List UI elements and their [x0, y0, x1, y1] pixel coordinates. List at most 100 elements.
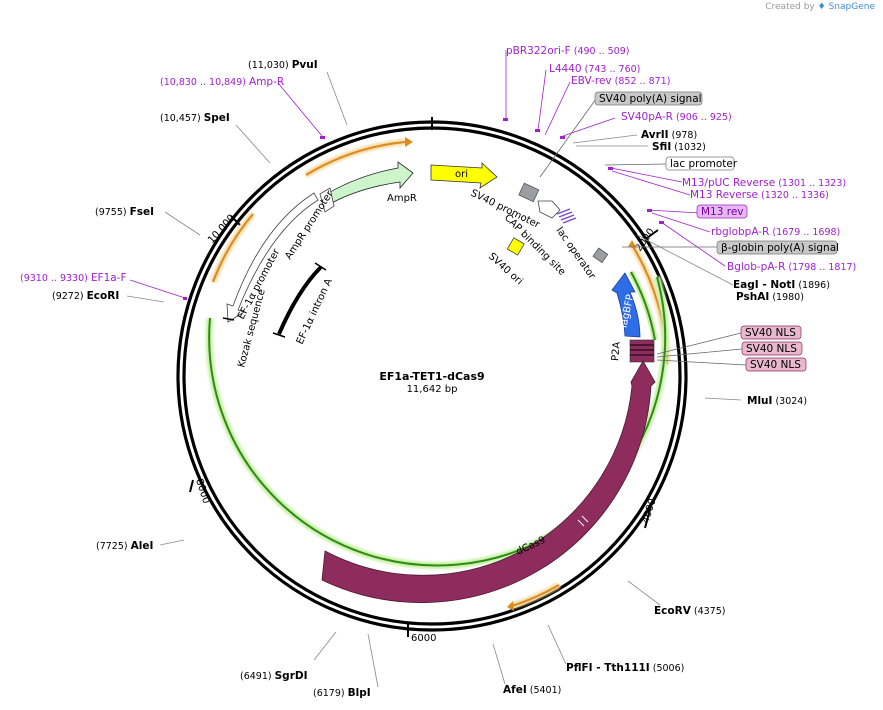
primer-m13-reverse: M13 Reverse (1320 .. 1336): [690, 189, 829, 201]
sv40-ori-label: SV40 ori: [486, 251, 525, 287]
boxed-sv40-nls-1: SV40 NLS: [740, 325, 802, 340]
tick-10000: [230, 215, 241, 226]
svg-text:(11,030) PvuI: (11,030) PvuI: [248, 59, 318, 71]
enzyme-mlui: MluI (3024): [747, 395, 807, 407]
small-gray-block: [592, 247, 609, 264]
primer-pbr322ori-f: pBR322ori-F (490 .. 509): [506, 45, 630, 57]
svg-text:PshAI (1980): PshAI (1980): [736, 291, 804, 303]
primer-l4440: L4440 (743 .. 760): [549, 63, 640, 75]
watermark: Created by ♦ SnapGene: [765, 2, 875, 12]
svg-text:(6179) BlpI: (6179) BlpI: [313, 687, 371, 699]
enzyme-labels: (11,030) PvuI (10,457) SpeI (9755) FseI …: [52, 59, 830, 699]
boxed-sv40-polya: SV40 poly(A) signal: [594, 91, 703, 106]
svg-text:L4440 (743 .. 760): L4440 (743 .. 760): [549, 63, 640, 75]
svg-text:rbglobpA-R (1679 .. 1698): rbglobpA-R (1679 .. 1698): [711, 226, 840, 238]
arrowhead-icon: [507, 601, 514, 611]
boxed-sv40-nls-3: SV40 NLS: [745, 357, 807, 372]
svg-text:SV40 NLS: SV40 NLS: [746, 343, 797, 355]
primer-m13-puc-reverse: M13/pUC Reverse (1301 .. 1323): [682, 177, 846, 189]
svg-text:EcoRV (4375): EcoRV (4375): [654, 605, 725, 617]
svg-text:AvrII (978): AvrII (978): [641, 129, 697, 141]
sv40-region: SV40 promoter CAP binding site lac opera…: [469, 182, 609, 287]
enzyme-blpi: (6179) BlpI: [313, 687, 371, 699]
enzyme-ecori: (9272) EcoRI: [52, 290, 119, 302]
svg-text:SV40pA-R (906 .. 925): SV40pA-R (906 .. 925): [621, 111, 732, 123]
green-feature-ring: [205, 270, 669, 569]
svg-text:PflFI - Tth111I (5006): PflFI - Tth111I (5006): [566, 662, 684, 674]
enzyme-pflfi-tth111i: PflFI - Tth111I (5006): [566, 662, 684, 674]
snapgene-icon: ♦: [817, 2, 826, 12]
tick-label-6000: 6000: [411, 633, 436, 644]
svg-text:MluI (3024): MluI (3024): [747, 395, 807, 407]
svg-text:(10,830 .. 10,849) Amp-R: (10,830 .. 10,849) Amp-R: [160, 76, 284, 88]
svg-text:M13 Reverse (1320 .. 1336): M13 Reverse (1320 .. 1336): [690, 189, 829, 201]
ori-label: ori: [455, 169, 468, 180]
feature-leaders: [539, 98, 747, 366]
svg-text:EBV-rev (852 .. 871): EBV-rev (852 .. 871): [571, 75, 670, 87]
tick-marks: [189, 117, 659, 637]
svg-text:SV40 NLS: SV40 NLS: [750, 359, 801, 371]
sv40-ori-block: [506, 237, 525, 256]
svg-text:(9272) EcoRI: (9272) EcoRI: [52, 290, 119, 302]
enzyme-eagi-noti: EagI - NotI (1896): [733, 279, 830, 291]
tick-2000: [646, 229, 659, 239]
arrowhead-icon: [405, 137, 413, 147]
svg-text:SV40 poly(A) signal: SV40 poly(A) signal: [599, 93, 702, 105]
enzyme-pshai: PshAI (1980): [736, 291, 804, 303]
enzyme-sfii: SfiI (1032): [652, 141, 706, 153]
p2a-label: P2A: [610, 341, 623, 361]
boxed-sv40-nls-2: SV40 NLS: [741, 341, 803, 356]
enzyme-pvui: (11,030) PvuI: [248, 59, 318, 71]
ampr-feature: AmpR: [321, 161, 417, 206]
svg-text:(9755) FseI: (9755) FseI: [95, 206, 154, 218]
plasmid-title: EF1a-TET1-dCas9 11,642 bp: [379, 370, 484, 395]
enzyme-sgrdi: (6491) SgrDI: [240, 670, 308, 682]
plasmid-length: 11,642 bp: [407, 384, 458, 395]
svg-text:M13/pUC Reverse (1301 .. 1323): M13/pUC Reverse (1301 .. 1323): [682, 177, 846, 189]
enzyme-alei: (7725) AleI: [96, 540, 153, 552]
enzyme-avrii: AvrII (978): [641, 129, 697, 141]
svg-text:(6491) SgrDI: (6491) SgrDI: [240, 670, 308, 682]
p2a-feature: P2A: [610, 339, 655, 363]
svg-text:AfeI (5401): AfeI (5401): [503, 684, 561, 696]
svg-text:SfiI (1032): SfiI (1032): [652, 141, 706, 153]
svg-text:pBR322ori-F (490 .. 509): pBR322ori-F (490 .. 509): [506, 45, 630, 57]
primer-sv40pa-r: SV40pA-R (906 .. 925): [621, 111, 732, 123]
boxed-m13-rev: M13 rev: [696, 204, 748, 219]
ori-feature: ori: [430, 162, 498, 189]
tick-label-4000: 4000: [640, 497, 658, 525]
primer-ebv-rev: EBV-rev (852 .. 871): [571, 75, 670, 87]
ef1a-intron-label: EF-1α intron A: [295, 277, 335, 346]
svg-text:SV40 NLS: SV40 NLS: [745, 327, 796, 339]
tick-8000: [189, 479, 194, 493]
orange-arrowheads: [405, 137, 636, 611]
primer-labels: (10,830 .. 10,849) Amp-R (9310 .. 9330) …: [20, 45, 856, 284]
svg-text:M13 rev: M13 rev: [701, 206, 744, 218]
ef1a-promoter-feature: EF-1α promoter: [226, 192, 319, 323]
arrowhead-icon: [628, 240, 636, 247]
primer-bglob-pa-r: Bglob-pA-R (1798 .. 1817): [727, 261, 856, 273]
dcas9-feature: dCas9: [321, 360, 656, 603]
ef1a-intron-feature: EF-1α intron A: [272, 262, 335, 346]
cap-site-arrow: [537, 200, 561, 219]
sv40-promoter-block: [518, 182, 540, 203]
svg-text:lac promoter: lac promoter: [670, 158, 738, 170]
primer-leaders: [129, 50, 726, 299]
primer-amp-r: (10,830 .. 10,849) Amp-R: [160, 76, 284, 88]
svg-text:Bglob-pA-R (1798 .. 1817): Bglob-pA-R (1798 .. 1817): [727, 261, 856, 273]
svg-text:EagI - NotI (1896): EagI - NotI (1896): [733, 279, 830, 291]
watermark-brand: SnapGene: [828, 2, 875, 12]
enzyme-spei: (10,457) SpeI: [160, 112, 230, 124]
boxed-lac-promoter: lac promoter: [665, 156, 738, 171]
svg-text:β-globin poly(A) signal: β-globin poly(A) signal: [721, 242, 839, 254]
primer-marks: [183, 118, 664, 300]
svg-text:(10,457) SpeI: (10,457) SpeI: [160, 112, 230, 124]
svg-text:(9310 .. 9330) EF1a-F: (9310 .. 9330) EF1a-F: [20, 272, 127, 284]
boxed-feature-labels: SV40 poly(A) signal lac promoter M13 rev…: [594, 91, 839, 372]
plasmid-name: EF1a-TET1-dCas9: [379, 370, 484, 383]
ampr-label: AmpR: [387, 193, 417, 204]
enzyme-fsei: (9755) FseI: [95, 206, 154, 218]
enzyme-afei: AfeI (5401): [503, 684, 561, 696]
enzyme-ecorv: EcoRV (4375): [654, 605, 725, 617]
